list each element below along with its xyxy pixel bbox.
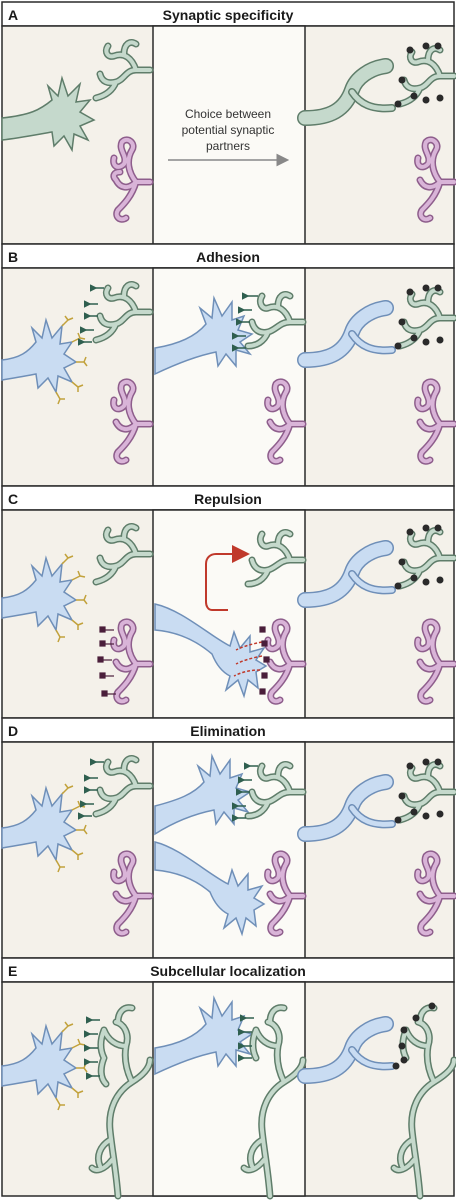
panel-b-title: Adhesion [196,249,260,265]
panel-e: E Subcellular localization [1,957,456,1200]
target-green-b2 [232,291,307,352]
target-purple-b2 [264,378,307,465]
target-green-c1 [92,523,154,586]
target-green-d1 [78,755,154,820]
axon-green [1,75,96,153]
panel-b: B Adhesion [1,243,456,487]
target-purple-d2 [264,850,307,937]
panel-c-header [1,485,455,511]
outcome-green-synapse [297,42,456,126]
target-green-tree-e2 [238,1004,307,1200]
panel-d-title: Elimination [190,723,265,739]
outcome-blue-synapse-d [297,758,456,842]
repulsion-red-arrow [205,545,250,611]
target-purple-c2 [259,618,307,705]
panel-d-letter: D [8,723,18,739]
target-green-d2 [232,761,307,822]
axon-blue-e1 [1,1021,88,1111]
panel-e-header [1,957,455,983]
axon-blue-c2 [154,603,268,699]
target-green-tree-e1 [84,1004,154,1200]
target-purple-c1 [97,618,154,705]
outcome-green-tree-e [390,1002,456,1200]
panel-a-title: Synaptic specificity [163,7,294,23]
target-green-c2 [244,529,307,588]
axon-blue-b2 [154,295,254,376]
panel-e-title: Subcellular localization [150,963,306,979]
choice-note-line2: potential synaptic [182,123,275,137]
choice-note-line3: partners [206,139,250,153]
target-purple-dendrite [110,136,154,223]
outcome-purple-c [414,618,456,705]
panel-a-letter: A [8,7,18,23]
panel-c-letter: C [8,491,18,507]
target-purple-d1 [110,850,154,937]
panel-d: D Elimination [1,717,456,959]
panel-a-header [1,1,455,27]
panel-c: C Repulsion [1,485,456,719]
panel-d-header [1,717,455,743]
panel-b-header [1,243,455,269]
target-green-b1 [78,281,154,346]
outcome-blue-synapse-c [297,524,456,608]
panel-c-title: Repulsion [194,491,262,507]
choice-note-line1: Choice between [185,107,271,121]
axon-blue-c1 [1,553,88,643]
panel-a: A Synaptic specificity Choice between po… [1,1,456,245]
target-purple-b1 [110,378,154,465]
panel-b-letter: B [8,249,18,265]
panel-e-letter: E [8,963,17,979]
outcome-purple-b [414,378,456,465]
axon-blue-d1 [1,783,88,873]
outcome-purple-dendrite [414,136,456,223]
axon-blue-d2-lower [154,841,266,937]
outcome-purple-d [414,850,456,937]
panel-a-middle [152,25,306,245]
target-green-dendrite [92,39,154,102]
outcome-blue-synapse-b [297,284,456,368]
outcome-blue-synapse-e [297,1016,396,1084]
